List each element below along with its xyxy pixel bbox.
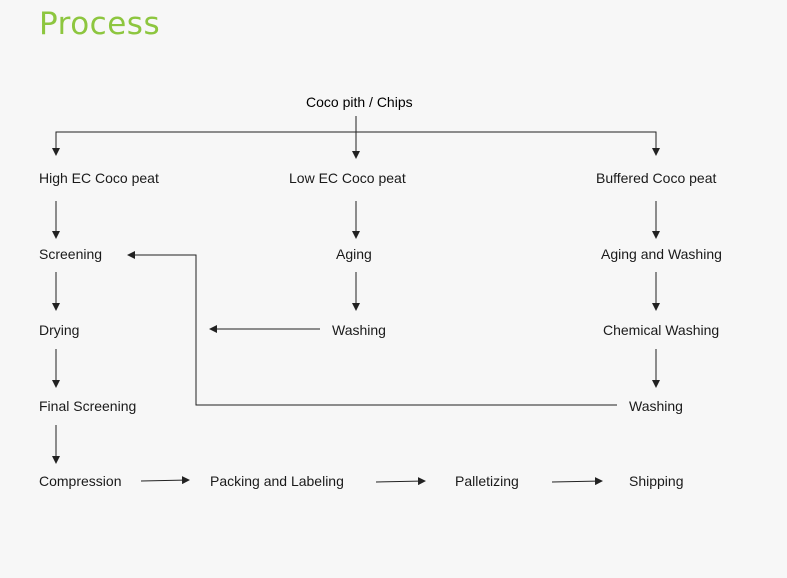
page-title: Process	[39, 6, 161, 42]
node-chemical-washing: Chemical Washing	[603, 322, 720, 338]
connector-palletizing-shipping	[551, 477, 603, 486]
node-packing: Packing and Labeling	[210, 473, 344, 489]
node-low-ec: Low EC Coco peat	[289, 170, 406, 186]
connector-washing-screening	[127, 251, 617, 406]
node-aging: Aging	[336, 246, 372, 262]
node-final-screening: Final Screening	[39, 398, 137, 414]
node-shipping: Shipping	[629, 473, 684, 489]
node-palletizing: Palletizing	[455, 473, 519, 489]
node-source: Coco pith / Chips	[306, 94, 413, 110]
node-high-ec: High EC Coco peat	[39, 170, 159, 186]
connector-packing-palletizing	[375, 477, 426, 486]
node-drying: Drying	[39, 322, 80, 338]
node-washing-low: Washing	[332, 322, 386, 338]
node-washing-buffered: Washing	[629, 398, 683, 414]
node-buffered: Buffered Coco peat	[596, 170, 717, 186]
node-aging-washing: Aging and Washing	[601, 246, 722, 262]
node-screening: Screening	[39, 246, 103, 262]
node-compression: Compression	[39, 473, 122, 489]
connector-compression-packing	[140, 476, 190, 485]
